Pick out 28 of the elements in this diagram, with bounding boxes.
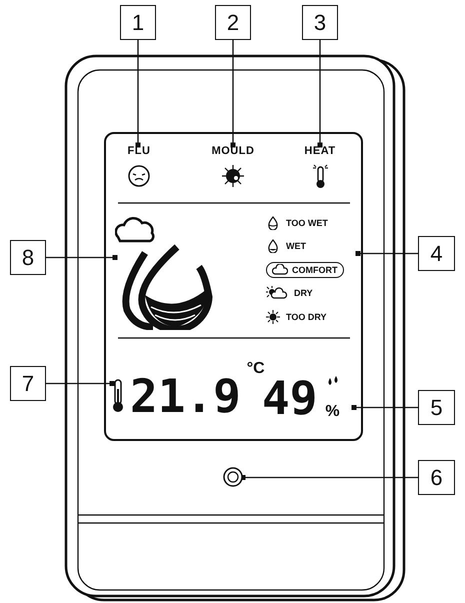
leader-line <box>355 250 418 256</box>
unit-label: % <box>325 403 340 421</box>
callout-number: 5 <box>418 390 455 425</box>
indicator-label: DRY <box>294 288 313 298</box>
leader-line <box>317 40 323 148</box>
leader-line <box>351 404 418 410</box>
leader-line <box>240 474 418 480</box>
callout-number: 7 <box>10 366 46 401</box>
callout-number: 2 <box>215 5 251 40</box>
digit-readout: 21.9 <box>130 371 241 421</box>
callout-number: 6 <box>418 460 455 495</box>
leader-line <box>135 40 141 148</box>
callout-number: 8 <box>10 240 46 275</box>
indicator-label: TOO DRY <box>286 312 327 322</box>
callout-number: 1 <box>120 5 156 40</box>
indicator-label: COMFORT <box>292 264 338 274</box>
callout-number: 3 <box>302 5 338 40</box>
leader-line <box>46 380 115 386</box>
indicator-label: HEAT <box>304 145 336 158</box>
callout-number: 4 <box>418 236 455 271</box>
indicator-label: MOULD <box>212 145 254 158</box>
indicator-label: TOO WET <box>286 218 328 228</box>
leader-line <box>46 254 118 260</box>
unit-label: °C <box>246 360 265 378</box>
indicator-label: WET <box>286 241 306 251</box>
leader-line <box>230 40 236 148</box>
digit-readout: 49 <box>262 373 318 423</box>
indicator-label: FLU <box>128 145 150 158</box>
